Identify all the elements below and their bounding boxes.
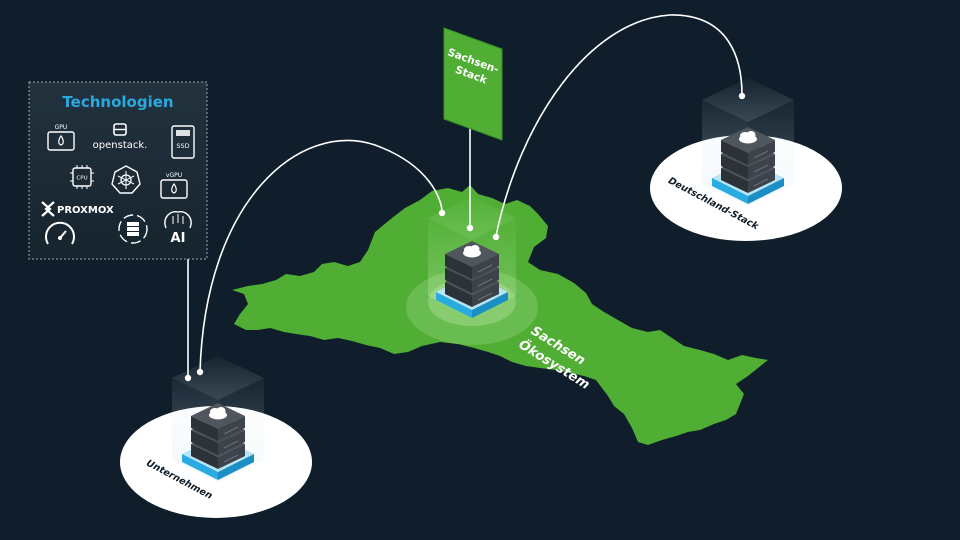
ssd-icon: SSD: [171, 125, 195, 159]
curve-sachsen-to-deutschland: [495, 14, 743, 237]
unternehmen-node-dot-right: [196, 368, 204, 376]
unternehmen-node: Unternehmen: [120, 356, 312, 518]
vgpu-icon: vGPU: [160, 172, 188, 199]
ai-brain-icon: AI: [164, 211, 192, 246]
ai-label: AI: [171, 231, 186, 246]
openstack-icon: openstack.: [93, 123, 148, 151]
storage-sync-icon: [118, 214, 148, 244]
sachsen-node: [406, 196, 538, 345]
sachsen-node-dot-right: [492, 233, 500, 241]
curve-unternehmen-to-sachsen: [199, 139, 443, 373]
openstack-label: openstack.: [93, 140, 148, 151]
gpu-label: GPU: [55, 124, 68, 131]
cpu-label: CPU: [76, 176, 87, 182]
deutschland-node-dot: [738, 92, 746, 100]
kubernetes-icon: [111, 165, 141, 194]
gpu-icon: GPU: [47, 124, 75, 151]
unternehmen-node-dot-left: [184, 374, 192, 382]
sachsen-stack-flag: Sachsen- Stack: [443, 27, 503, 141]
vgpu-label: vGPU: [166, 172, 182, 179]
gauge-icon: [45, 221, 75, 245]
technologies-title: Technologien: [62, 93, 173, 111]
cpu-icon: CPU: [70, 165, 94, 189]
deutschland-node: Deutschland-Stack: [650, 78, 842, 241]
sachsen-node-dot-center: [466, 224, 474, 232]
sachsen-node-dot-left: [438, 209, 446, 217]
ssd-label: SSD: [176, 142, 189, 150]
technologies-panel: Technologien GPU openstack. SSD: [28, 81, 208, 260]
proxmox-label: PROXMOX: [57, 205, 114, 216]
proxmox-icon: PROXMOX: [41, 201, 114, 217]
